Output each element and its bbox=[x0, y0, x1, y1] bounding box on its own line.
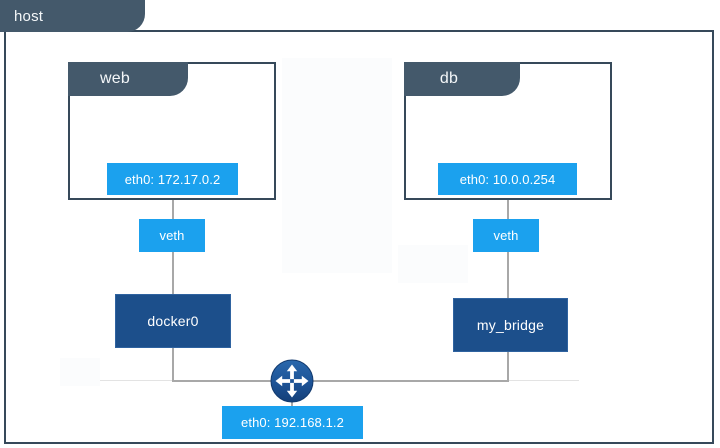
veth-chip-db[interactable]: veth bbox=[473, 219, 539, 252]
connector-bus-horizontal bbox=[172, 380, 509, 382]
bridge-box-my-bridge[interactable]: my_bridge bbox=[453, 298, 568, 352]
interface-label-host-eth0: eth0: 192.168.1.2 bbox=[241, 415, 344, 430]
host-boundary bbox=[4, 30, 714, 444]
interface-chip-host-eth0[interactable]: eth0: 192.168.1.2 bbox=[222, 406, 363, 439]
namespace-tab-web[interactable]: web bbox=[68, 62, 188, 96]
background-artifact bbox=[398, 245, 468, 283]
namespace-tab-db[interactable]: db bbox=[404, 62, 520, 96]
namespace-tab-label-db: db bbox=[439, 70, 459, 87]
veth-label-db: veth bbox=[493, 228, 519, 243]
bridge-box-docker0[interactable]: docker0 bbox=[115, 294, 231, 348]
namespace-tab-label-web: web bbox=[100, 70, 130, 87]
host-tab[interactable]: host bbox=[0, 0, 145, 32]
background-artifact bbox=[282, 58, 392, 273]
host-tab-label: host bbox=[14, 7, 44, 25]
connector-artifact bbox=[100, 380, 172, 381]
bridge-label-my-bridge: my_bridge bbox=[476, 317, 545, 333]
veth-chip-web[interactable]: veth bbox=[139, 219, 205, 252]
interface-label-db-eth0: eth0: 10.0.0.254 bbox=[459, 171, 556, 187]
router-multidirectional-icon[interactable] bbox=[270, 359, 314, 403]
background-artifact bbox=[60, 358, 100, 386]
bridge-label-docker0: docker0 bbox=[147, 313, 199, 329]
interface-chip-web-eth0[interactable]: eth0: 172.17.0.2 bbox=[107, 163, 238, 195]
connector-mybridge-to-bus bbox=[507, 352, 509, 381]
connector-docker0-to-bus bbox=[172, 348, 174, 381]
interface-label-web-eth0: eth0: 172.17.0.2 bbox=[124, 171, 221, 187]
veth-label-web: veth bbox=[159, 228, 185, 243]
connector-artifact bbox=[509, 380, 579, 381]
interface-chip-db-eth0[interactable]: eth0: 10.0.0.254 bbox=[438, 163, 577, 195]
